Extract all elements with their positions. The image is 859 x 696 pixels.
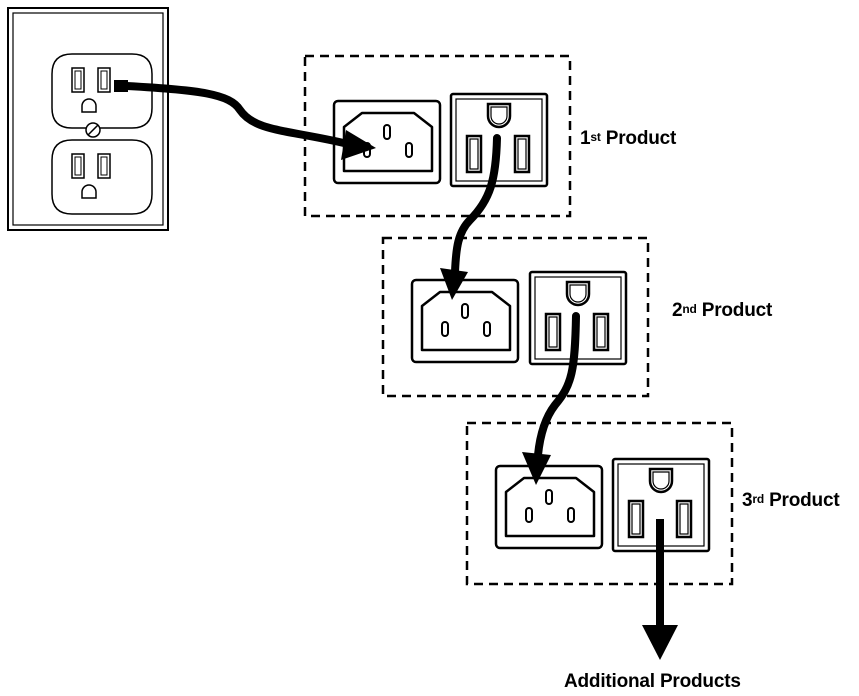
- cord-product-2-to-product-3: [522, 312, 580, 485]
- wall-outlet: [7, 7, 169, 231]
- product-1-box: [303, 54, 572, 218]
- product-1-label: 1st Product: [580, 128, 677, 149]
- product-2-power-inlet: [410, 278, 520, 364]
- cord-product-1-to-product-2: [440, 134, 501, 300]
- product-2-box: [381, 236, 650, 398]
- product-2-label: 2nd Product: [672, 300, 773, 321]
- product-3-label: 3rd Product: [742, 490, 840, 511]
- product-3-box: [465, 421, 734, 586]
- wall-outlet-upper-receptacle: [51, 53, 153, 129]
- product-3-power-inlet: [494, 464, 604, 550]
- cord-product-3-to-additional: [642, 519, 678, 660]
- additional-products-label: Additional Products: [564, 671, 741, 692]
- cord-wall-to-product-1: [114, 80, 376, 160]
- wall-outlet-lower-receptacle: [51, 139, 153, 215]
